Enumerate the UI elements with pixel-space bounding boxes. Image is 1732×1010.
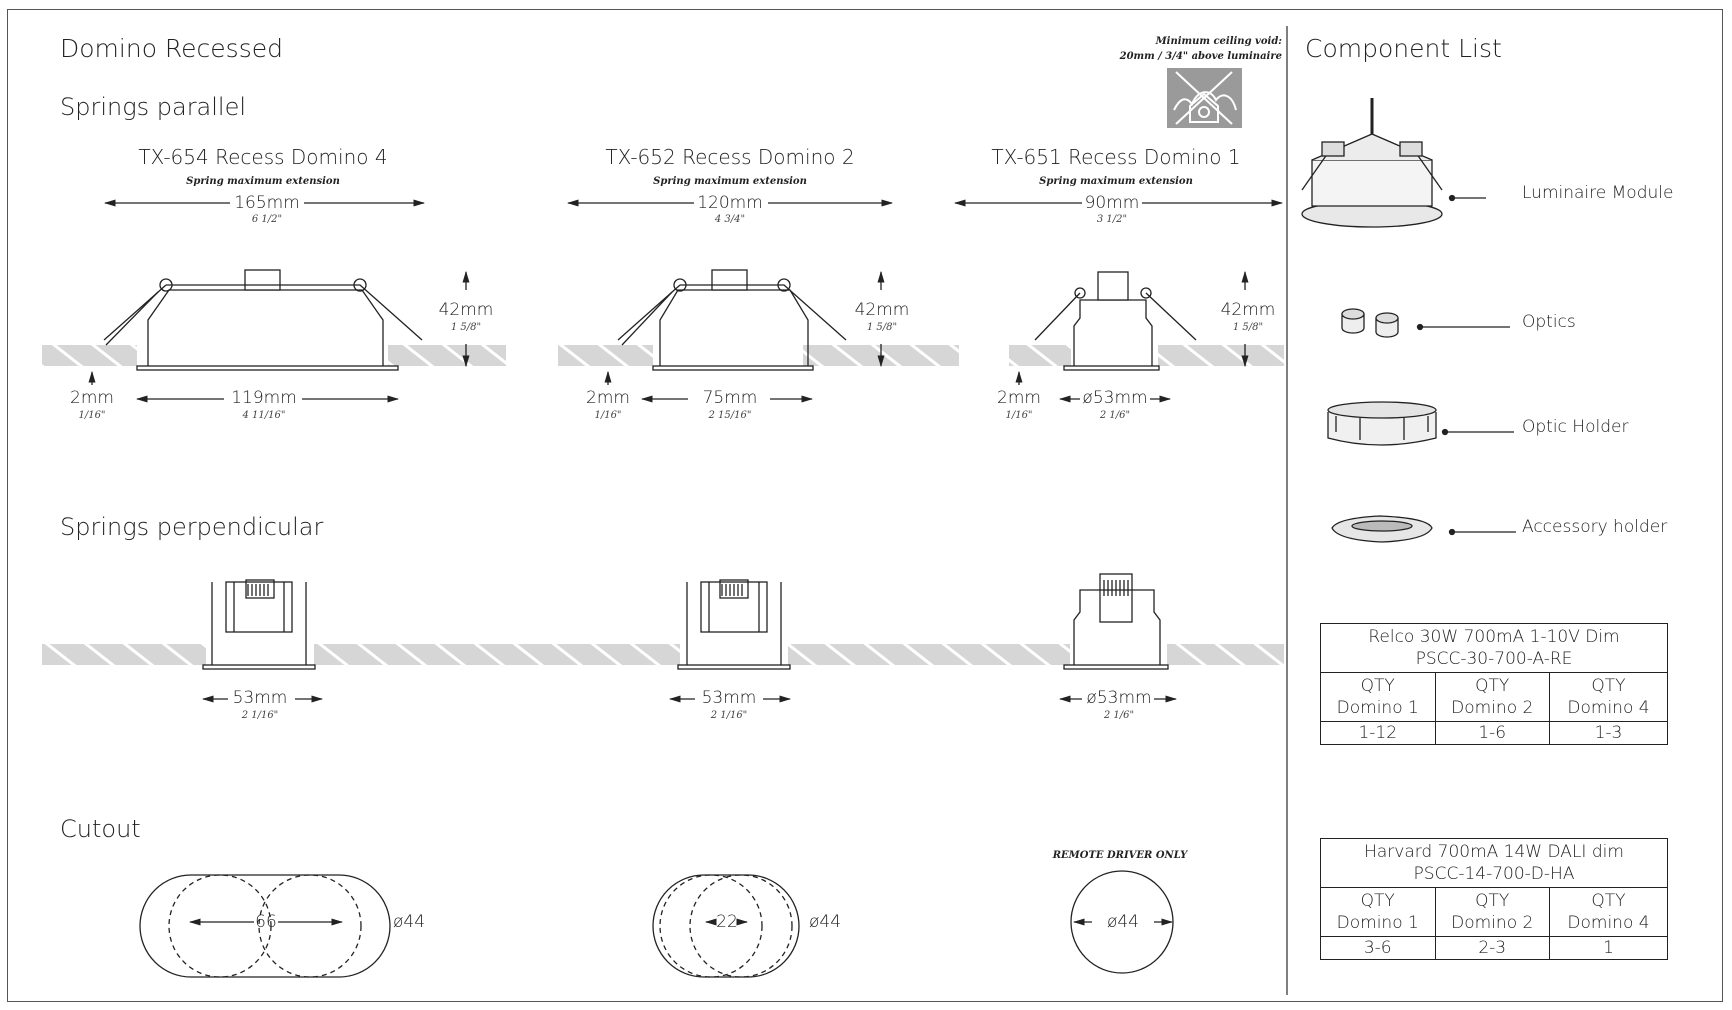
ceiling-hatch-perpendicular [42,644,1284,665]
perp-dim: ø53mm [1086,688,1152,708]
page-title: Domino Recessed [60,34,283,63]
ceiling-hatch-parallel [42,345,1284,366]
perp-inch: 2 1/16" [241,710,279,721]
section-perpendicular-title: Springs perpendicular [60,513,324,541]
component-label: Accessory holder [1522,517,1668,537]
perp-inch: 2 1/6" [1103,710,1135,721]
qty-value: 3-6 [1320,936,1436,960]
qty-header: QTY [1591,676,1626,696]
optics-image [1341,308,1399,338]
accessory-holder-image [1331,515,1433,543]
cutout-diameter: ø44 [809,912,842,932]
qty-header: QTY [1475,891,1510,911]
flange-dim: 2mm [997,388,1041,408]
flange-inch: 1/16" [1005,410,1033,421]
qty-header: QTY [1591,891,1626,911]
flange-dim: 2mm [586,388,630,408]
component-label: Optic Holder [1522,417,1629,437]
qty-header: QTY [1475,676,1510,696]
height-dim: 42mm [854,300,910,320]
section-cutout-title: Cutout [60,815,141,843]
cutout-diameter: ø44 [393,912,426,932]
cutout-domino4 [139,874,391,978]
qty-value: 1 [1549,936,1668,960]
qty-header: Domino 4 [1567,913,1650,933]
domino2-side-view [617,269,847,371]
base-inch: 2 15/16" [708,410,752,421]
component-list-title: Component List [1305,34,1502,63]
span-inch: 4 3/4" [714,214,746,225]
qty-header: Domino 2 [1451,913,1534,933]
ceiling-void-line2: 20mm / 3/4" above luminaire [1119,51,1282,62]
driver-name: Relco 30W 700mA 1-10V Dim [1368,627,1620,647]
domino4-front-view [202,579,316,670]
ceiling-void-line1: Minimum ceiling void: [1155,36,1282,47]
spring-note: Spring maximum extension [1039,176,1193,187]
base-inch: 4 11/16" [242,410,286,421]
span-inch: 6 1/2" [251,214,283,225]
product-title-domino2: TX-652 Recess Domino 2 [605,145,855,169]
qty-value: 2-3 [1434,936,1550,960]
driver-code: PSCC-14-700-D-HA [1413,864,1575,884]
cutout-domino2 [652,874,800,978]
flange-inch: 1/16" [78,410,106,421]
qty-value: 1-12 [1320,721,1436,745]
product-title-domino4: TX-654 Recess Domino 4 [138,145,388,169]
span-dim: 90mm [1084,193,1140,213]
perp-dim: 53mm [232,688,288,708]
component-label: Optics [1522,312,1576,332]
qty-header: Domino 1 [1336,698,1419,718]
ceiling-void-icon [1167,68,1242,128]
qty-value: 1-3 [1549,721,1668,745]
base-dim: ø53mm [1082,388,1148,408]
domino4-side-view [103,269,423,371]
driver-name: Harvard 700mA 14W DALI dim [1364,842,1624,862]
spring-note: Spring maximum extension [186,176,340,187]
base-dim: 119mm [231,388,297,408]
span-dim: 165mm [234,193,300,213]
base-dim: 75mm [702,388,758,408]
driver-code: PSCC-30-700-A-RE [1415,649,1573,669]
cutout-dim: 22 [716,912,738,932]
qty-header: QTY [1360,891,1395,911]
optic-holder-image [1327,401,1437,446]
perp-inch: 2 1/16" [710,710,748,721]
section-parallel-title: Springs parallel [60,93,247,121]
domino2-front-view [677,579,791,670]
component-label: Luminaire Module [1522,183,1674,203]
height-inch: 1 5/8" [450,322,482,333]
height-inch: 1 5/8" [1232,322,1264,333]
qty-header: Domino 2 [1451,698,1534,718]
flange-inch: 1/16" [594,410,622,421]
qty-header: Domino 4 [1567,698,1650,718]
driver-table: Harvard 700mA 14W DALI dim PSCC-14-700-D… [1320,838,1668,960]
domino1-side-view [1034,271,1197,371]
height-dim: 42mm [1220,300,1276,320]
height-dim: 42mm [438,300,494,320]
qty-header: Domino 1 [1336,913,1419,933]
drawing-frame [7,9,1723,1002]
component-leaders [1416,194,1516,536]
spring-note: Spring maximum extension [653,176,807,187]
flange-dim: 2mm [70,388,114,408]
qty-value: 1-6 [1434,721,1550,745]
dimension-arrows [88,199,1284,926]
driver-table: Relco 30W 700mA 1-10V Dim PSCC-30-700-A-… [1320,623,1668,745]
height-inch: 1 5/8" [866,322,898,333]
cutout-dim: ø44 [1106,912,1140,932]
domino1-front-view [1063,573,1169,670]
span-dim: 120mm [697,193,763,213]
luminaire-module-image [1301,98,1443,228]
remote-driver-note: REMOTE DRIVER ONLY [1052,850,1188,861]
span-inch: 3 1/2" [1096,214,1128,225]
perp-dim: 53mm [701,688,757,708]
base-inch: 2 1/6" [1099,410,1131,421]
cutout-dim: 66 [255,912,277,932]
product-title-domino1: TX-651 Recess Domino 1 [991,145,1241,169]
qty-header: QTY [1360,676,1395,696]
